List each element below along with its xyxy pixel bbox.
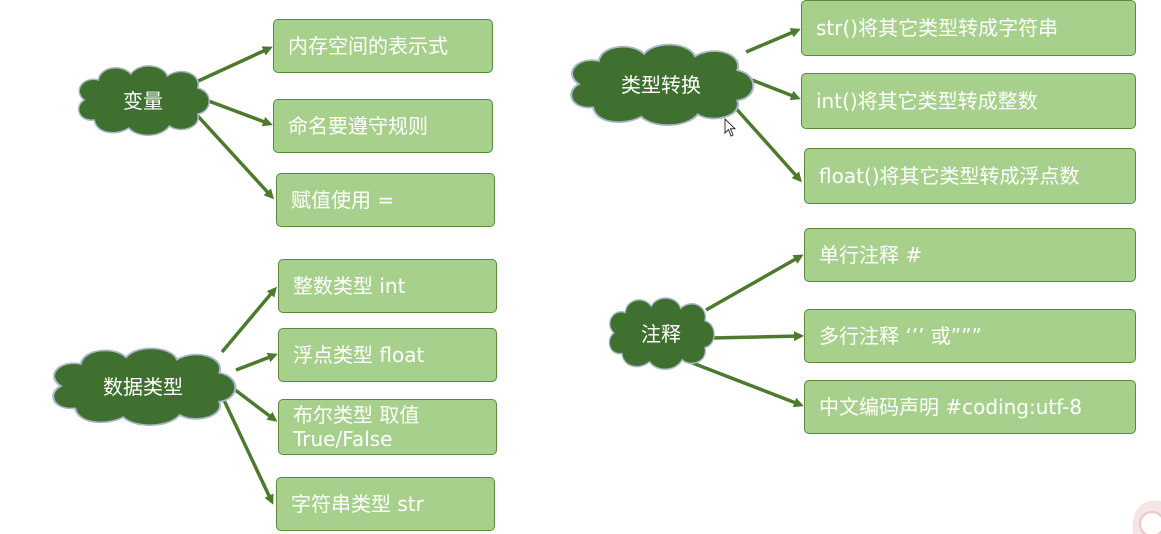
box-type-float[interactable]: 浮点类型 float xyxy=(278,328,497,382)
cloud-variable-label: 变量 xyxy=(123,88,163,113)
cloud-type-conversion[interactable]: 类型转换 xyxy=(562,40,760,126)
mouse-pointer-icon xyxy=(724,118,737,137)
cloud-comments-label: 注释 xyxy=(641,321,681,346)
arrow-comment-1 xyxy=(705,254,804,312)
arrow-datatype-1 xyxy=(220,286,277,354)
box-type-int[interactable]: 整数类型 int xyxy=(278,259,497,313)
box-convert-float[interactable]: float()将其它类型转成浮点数 xyxy=(804,148,1136,204)
cloud-type-conversion-label: 类型转换 xyxy=(621,72,701,97)
arrow-variable-3 xyxy=(194,112,275,200)
box-convert-str[interactable]: str()将其它类型转成字符串 xyxy=(801,0,1136,56)
box-comment-encoding[interactable]: 中文编码声明 #coding:utf-8 xyxy=(804,380,1136,434)
cloud-data-types[interactable]: 数据类型 xyxy=(44,344,242,426)
arrow-datatype-2 xyxy=(235,352,278,372)
box-convert-int[interactable]: int()将其它类型转成整数 xyxy=(801,73,1136,129)
arrow-datatype-4 xyxy=(220,395,274,505)
box-variable-representation[interactable]: 内存空间的表示式 xyxy=(273,19,493,73)
arrow-variable-1 xyxy=(195,46,273,84)
arrow-datatype-3 xyxy=(228,384,278,422)
box-variable-assignment[interactable]: 赋值使用 = xyxy=(276,173,495,227)
box-comment-multi-line[interactable]: 多行注释 ‘’’ 或””” xyxy=(804,309,1136,363)
arrow-conversion-2 xyxy=(751,78,801,101)
box-type-str[interactable]: 字符串类型 str xyxy=(276,477,495,531)
arrow-comment-2 xyxy=(711,331,804,342)
cloud-variable-shape xyxy=(77,65,210,136)
arrow-conversion-3 xyxy=(730,102,803,183)
box-comment-single-line[interactable]: 单行注释 # xyxy=(804,228,1136,282)
cloud-variable[interactable]: 变量 xyxy=(72,62,214,136)
cloud-comments[interactable]: 注释 xyxy=(604,294,718,370)
cloud-data-types-label: 数据类型 xyxy=(103,374,183,399)
arrow-comment-3 xyxy=(689,360,804,408)
arrow-conversion-1 xyxy=(745,28,801,54)
box-variable-naming-rules[interactable]: 命名要遵守规则 xyxy=(273,99,493,153)
cloud-data-types-shape xyxy=(52,347,237,426)
box-type-bool[interactable]: 布尔类型 取值True/False xyxy=(278,399,497,455)
arrow-variable-2 xyxy=(205,98,273,127)
cloud-comments-shape xyxy=(608,297,715,370)
cloud-type-conversion-shape xyxy=(570,43,755,126)
corner-decoration-icon xyxy=(1132,500,1161,534)
